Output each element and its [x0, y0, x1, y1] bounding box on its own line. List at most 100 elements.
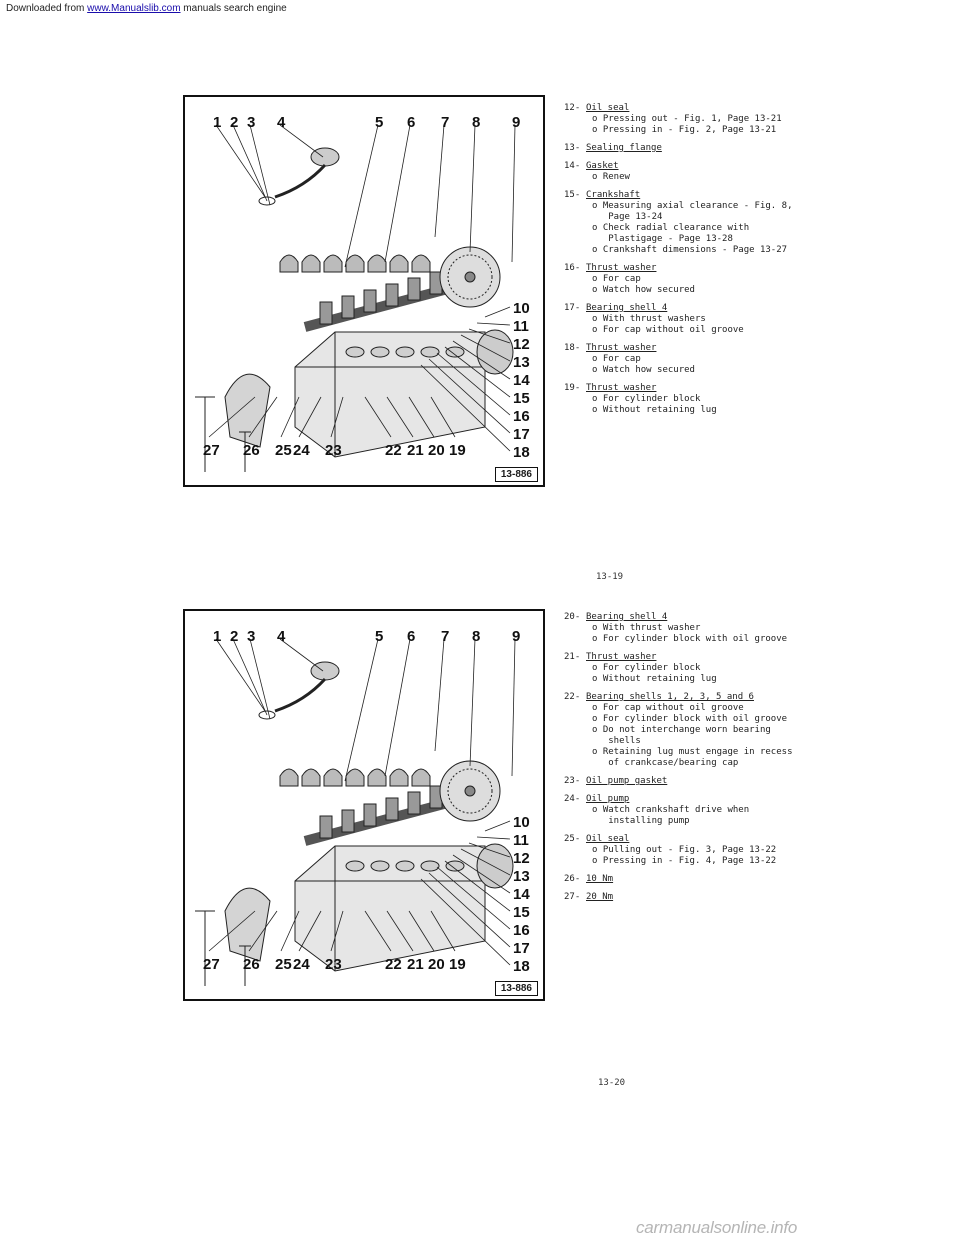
entry-number: 25-	[564, 834, 581, 844]
entry-note: o Without retaining lug	[592, 405, 717, 415]
manualslib-link[interactable]: www.Manualslib.com	[87, 3, 181, 14]
entry-note: o For cylinder block with oil groove	[592, 634, 788, 644]
callout-number-top: 7	[441, 114, 449, 131]
entry-note: o For cap	[592, 274, 641, 284]
entry-note: o For cylinder block	[592, 394, 701, 404]
leader-line	[444, 860, 511, 912]
callout-number-right: 16	[513, 922, 530, 939]
entry-title: Gasket	[586, 161, 619, 171]
leader-line	[208, 396, 256, 438]
leader-line	[511, 124, 516, 263]
entry-title: Thrust washer	[586, 343, 657, 353]
entry-number: 15-	[564, 190, 581, 200]
leader-line	[384, 124, 411, 263]
entry-note: o Watch how secured	[592, 365, 695, 375]
legend-entry: 13-Sealing flange	[564, 143, 944, 154]
entry-note: o Check radial clearance with	[592, 223, 750, 233]
leader-line	[298, 910, 322, 952]
callout-number-top: 9	[512, 114, 520, 131]
legend-entry: 27-20 Nm	[564, 892, 944, 903]
bore-shape	[445, 346, 465, 358]
bearing-cap-shape	[301, 768, 321, 787]
leader-line	[430, 396, 456, 438]
bearing-cap-shape	[389, 768, 409, 787]
gasket-shape	[258, 196, 276, 206]
callout-number-bottom: 21	[407, 956, 424, 973]
leader-line	[511, 638, 516, 777]
callout-number-right: 18	[513, 444, 530, 461]
leader-line	[420, 878, 511, 966]
entry-number: 16-	[564, 263, 581, 273]
callout-number-bottom: 26	[243, 956, 260, 973]
entry-title: Thrust washer	[586, 652, 657, 662]
bore-shape	[370, 346, 390, 358]
callout-number-bottom: 20	[428, 956, 445, 973]
callout-number-top: 4	[277, 114, 286, 131]
callout-number-right: 13	[513, 354, 530, 371]
leader-line	[434, 124, 445, 238]
entry-title: Thrust washer	[586, 383, 657, 393]
entry-note: o With thrust washer	[592, 623, 701, 633]
entry-title: Bearing shell 4	[586, 612, 668, 622]
leader-line	[232, 124, 268, 202]
callout-number-bottom: 25	[275, 442, 292, 459]
bolt-shape	[195, 396, 215, 472]
entry-note: installing pump	[592, 816, 690, 826]
leader-line	[386, 910, 414, 952]
bearing-cap-shape	[367, 768, 387, 787]
leader-line	[436, 352, 511, 416]
entry-note: o With thrust washers	[592, 314, 706, 324]
leader-line	[476, 322, 511, 326]
bore-shape	[345, 346, 365, 358]
entry-title: Crankshaft	[586, 190, 641, 200]
callout-number-right: 10	[513, 814, 530, 831]
callout-number-bottom: 24	[293, 442, 310, 459]
callout-number-top: 3	[247, 628, 255, 645]
figure-reference-tag: 13-886	[494, 981, 538, 996]
callout-number-right: 12	[513, 850, 530, 867]
entry-number: 26-	[564, 874, 581, 884]
bore-shape	[420, 860, 440, 872]
callout-number-right: 10	[513, 300, 530, 317]
legend-entry: 26-10 Nm	[564, 874, 944, 885]
entry-number: 12-	[564, 103, 581, 113]
leader-line	[408, 396, 435, 438]
callout-number-top: 8	[472, 114, 480, 131]
entry-note: o Watch how secured	[592, 285, 695, 295]
bearing-cap-shape	[411, 768, 431, 787]
page-number: 13-19	[596, 572, 624, 582]
callout-number-top: 9	[512, 628, 520, 645]
entry-title: Oil seal	[586, 103, 630, 113]
leader-line	[280, 910, 300, 952]
leader-line	[249, 124, 271, 206]
leader-line	[344, 638, 379, 782]
entry-note: o For cap without oil groove	[592, 325, 744, 335]
bore-shape	[395, 860, 415, 872]
leader-line	[330, 910, 344, 952]
crank-web-shape	[341, 809, 355, 833]
callout-number-top: 2	[230, 114, 238, 131]
entry-number: 23-	[564, 776, 581, 786]
leader-line	[364, 910, 392, 952]
entry-title: Sealing flange	[586, 143, 662, 153]
bolt-shape	[195, 910, 215, 986]
callout-number-right: 16	[513, 408, 530, 425]
entry-note: o Pressing out - Fig. 1, Page 13-21	[592, 114, 782, 124]
entry-title: Oil pump	[586, 794, 630, 804]
bearing-cap-shape	[345, 768, 365, 787]
callout-number-top: 4	[277, 628, 286, 645]
entry-note: of crankcase/bearing cap	[592, 758, 739, 768]
leader-line	[298, 396, 322, 438]
entry-number: 22-	[564, 692, 581, 702]
